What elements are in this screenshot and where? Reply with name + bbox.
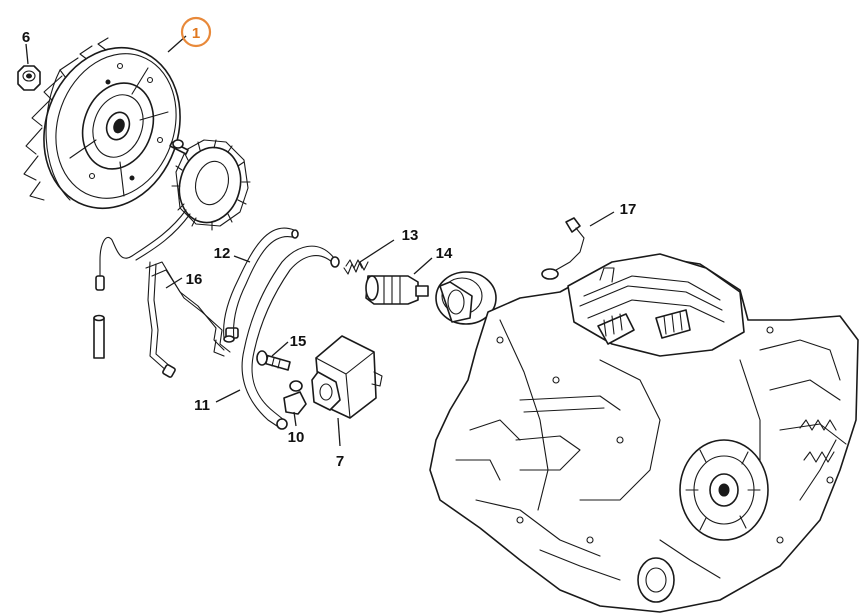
callout-label: 13 bbox=[402, 227, 419, 244]
callout-6[interactable]: 6 bbox=[22, 29, 30, 46]
callout-15[interactable]: 15 bbox=[290, 333, 307, 350]
long-hose-part[interactable] bbox=[241, 245, 340, 430]
ground-wire-part[interactable] bbox=[541, 217, 585, 280]
stator-part[interactable] bbox=[95, 139, 251, 291]
callout-label: 11 bbox=[194, 397, 210, 414]
callout-10[interactable]: 10 bbox=[288, 429, 305, 446]
callout-label: 16 bbox=[186, 271, 203, 288]
connector-part[interactable] bbox=[283, 380, 307, 415]
callout-1[interactable]: 1 bbox=[180, 16, 212, 48]
boot-part[interactable] bbox=[435, 271, 497, 325]
callout-12[interactable]: 12 bbox=[214, 245, 231, 262]
short-hose-part[interactable] bbox=[223, 227, 299, 343]
callout-14[interactable]: 14 bbox=[436, 245, 453, 262]
callout-label: 12 bbox=[214, 245, 231, 262]
spring-part[interactable] bbox=[343, 259, 369, 275]
callout-label: 15 bbox=[290, 333, 307, 350]
callout-13[interactable]: 13 bbox=[402, 227, 419, 244]
wire-harness-part[interactable] bbox=[145, 261, 239, 378]
engine-crankcase-part[interactable] bbox=[429, 253, 859, 613]
callout-label: 6 bbox=[22, 29, 30, 46]
valve-part[interactable] bbox=[365, 275, 429, 305]
callout-label: 7 bbox=[336, 453, 344, 470]
sleeve-part[interactable] bbox=[93, 314, 105, 359]
callout-16[interactable]: 16 bbox=[186, 271, 203, 288]
callout-17[interactable]: 17 bbox=[620, 201, 637, 218]
callout-7[interactable]: 7 bbox=[336, 453, 344, 470]
callout-label: 17 bbox=[620, 201, 637, 218]
nut-part[interactable] bbox=[17, 65, 41, 91]
callout-label: 14 bbox=[436, 245, 453, 262]
callout-label: 1 bbox=[192, 25, 200, 42]
highlight-ring bbox=[180, 16, 212, 48]
screw-part[interactable] bbox=[256, 350, 291, 371]
callout-label: 10 bbox=[288, 429, 305, 446]
flywheel-part[interactable] bbox=[22, 28, 202, 227]
ignition-module-part[interactable] bbox=[311, 335, 383, 419]
callout-11[interactable]: 11 bbox=[194, 397, 210, 414]
